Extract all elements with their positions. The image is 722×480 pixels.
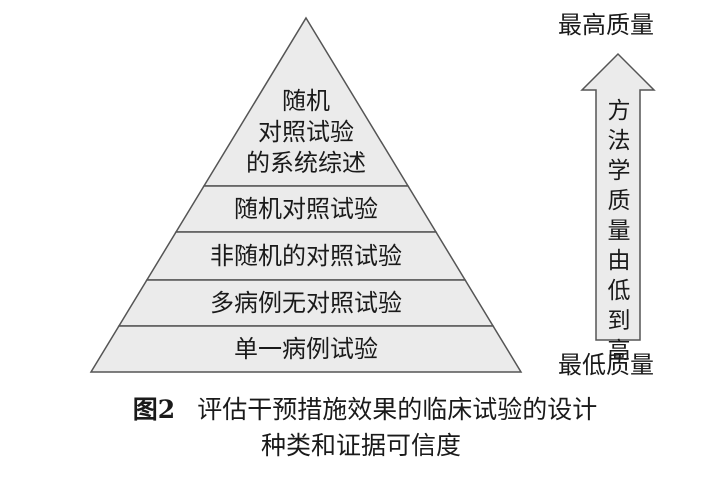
highest-quality-label: 最高质量 xyxy=(558,11,654,39)
arrow-char: 量 xyxy=(607,218,631,244)
figure-number: 图2 xyxy=(132,395,176,424)
pyramid-tier-3-label: 非随机的对照试验 xyxy=(210,242,402,270)
arrow-char: 方 xyxy=(607,98,631,124)
pyramid-tier-2-label: 随机对照试验 xyxy=(234,195,378,223)
pyramid-tier-4-label: 多病例无对照试验 xyxy=(210,289,402,317)
figure-caption: 图2 评估干预措施效果的临床试验的设计 种类和证据可信度 xyxy=(0,392,722,464)
caption-line-2: 种类和证据可信度 xyxy=(260,431,461,460)
pyramid-tier-1-label: 对照试验 xyxy=(258,118,354,146)
arrow-char: 质 xyxy=(607,188,631,214)
lowest-quality-label: 最低质量 xyxy=(558,351,654,379)
arrow-text: 方 法 学 质 量 由 低 到 高 xyxy=(603,96,635,366)
arrow-char: 低 xyxy=(607,278,631,304)
arrow-char: 高 xyxy=(607,338,631,364)
pyramid-tier-1-label: 随机 xyxy=(282,87,330,115)
pyramid-tier-5-label: 单一病例试验 xyxy=(234,335,378,363)
quality-arrow xyxy=(580,52,656,341)
arrow-char: 由 xyxy=(607,248,631,274)
pyramid-tier-1-label: 的系统综述 xyxy=(246,149,366,177)
pyramid-tier-5 xyxy=(89,325,523,373)
caption-line-1: 图2 评估干预措施效果的临床试验的设计 xyxy=(0,392,722,428)
arrow-char: 法 xyxy=(607,128,631,154)
arrow-char: 学 xyxy=(607,158,631,184)
caption-text-1: 评估干预措施效果的临床试验的设计 xyxy=(197,395,598,424)
arrow-char: 到 xyxy=(607,308,631,334)
